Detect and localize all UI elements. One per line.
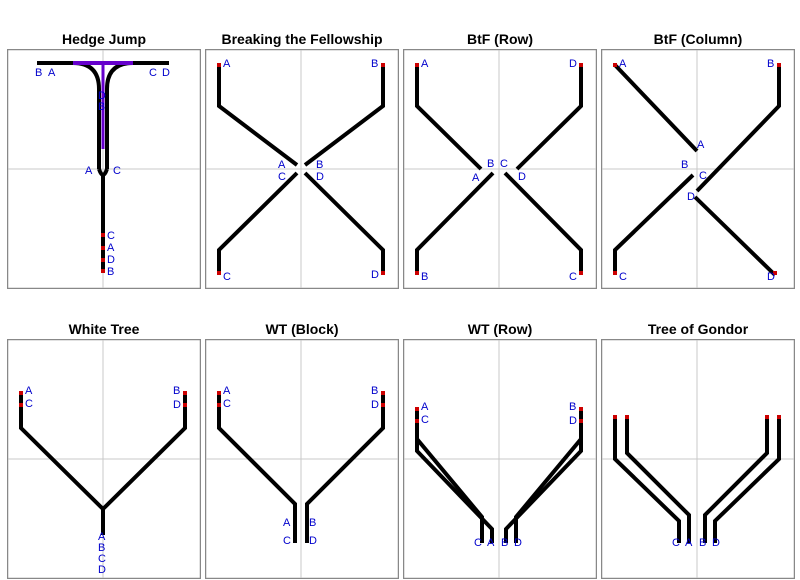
svg-text:A: A [85, 165, 93, 177]
diagram-box: A D B C B C A D [403, 49, 597, 289]
svg-text:D: D [309, 535, 317, 547]
svg-text:A: A [619, 58, 627, 70]
svg-text:C: C [223, 271, 231, 283]
panel-title: White Tree [68, 321, 140, 337]
svg-text:A: A [223, 58, 231, 70]
formation-diagram: A D B C B C A D [403, 49, 597, 289]
diagram-box: C A B D [601, 339, 795, 579]
svg-text:C: C [223, 398, 231, 410]
formation-diagram: A B C D A C B D [205, 49, 399, 289]
svg-text:B: B [35, 67, 42, 79]
svg-text:D: D [316, 171, 324, 183]
svg-text:C: C [699, 170, 707, 182]
svg-text:B: B [371, 385, 378, 397]
panel-title: Tree of Gondor [647, 321, 749, 337]
svg-text:C: C [672, 537, 680, 549]
svg-text:A: A [685, 537, 693, 549]
panel-title: WT (Row) [467, 321, 533, 337]
svg-text:C: C [421, 414, 429, 426]
svg-text:C: C [107, 230, 115, 242]
svg-text:B: B [98, 542, 105, 554]
panel-title: Hedge Jump [61, 31, 146, 47]
formation-diagram: C A B D [601, 339, 795, 579]
svg-text:A: A [25, 385, 33, 397]
svg-text:D: D [569, 58, 577, 70]
svg-text:D: D [712, 537, 720, 549]
svg-text:D: D [162, 67, 170, 79]
svg-text:C: C [278, 171, 286, 183]
svg-text:B: B [569, 401, 576, 413]
formation-diagram: A C B D A B C D [7, 339, 201, 579]
svg-text:B: B [501, 537, 508, 549]
svg-text:B: B [487, 158, 494, 170]
svg-text:A: A [223, 385, 231, 397]
svg-text:D: D [371, 399, 379, 411]
panel-title: BtF (Row) [466, 31, 534, 47]
diagram-box: A B C D A B C D [601, 49, 795, 289]
svg-text:C: C [25, 398, 33, 410]
svg-text:B: B [173, 385, 180, 397]
formation-diagram: A C B D C A B D [403, 339, 597, 579]
svg-text:B: B [681, 159, 688, 171]
svg-text:B: B [421, 271, 428, 283]
formation-diagram: B A C D D B A C C A D B [7, 49, 201, 289]
svg-text:A: A [107, 242, 115, 254]
svg-text:D: D [569, 415, 577, 427]
svg-text:A: A [278, 159, 286, 171]
svg-text:D: D [687, 191, 695, 203]
svg-text:A: A [697, 139, 705, 151]
svg-text:A: A [98, 531, 106, 543]
svg-text:C: C [149, 67, 157, 79]
svg-text:A: A [283, 517, 291, 529]
diagram-box: A C B D C A B D [403, 339, 597, 579]
svg-text:D: D [107, 254, 115, 266]
svg-text:C: C [569, 271, 577, 283]
diagram-box: A B C D A C B D [205, 49, 399, 289]
formation-diagram: A C B D A B C D [205, 339, 399, 579]
svg-text:C: C [500, 158, 508, 170]
svg-text:B: B [699, 537, 706, 549]
diagram-box: A C B D A B C D [7, 339, 201, 579]
svg-text:C: C [113, 165, 121, 177]
svg-text:A: A [472, 172, 480, 184]
svg-text:B: B [371, 58, 378, 70]
svg-text:A: A [421, 58, 429, 70]
svg-text:B: B [316, 159, 323, 171]
panel-title: WT (Block) [265, 321, 339, 337]
svg-text:C: C [283, 535, 291, 547]
svg-text:D: D [518, 171, 526, 183]
svg-text:D: D [371, 269, 379, 281]
svg-text:C: C [474, 537, 482, 549]
svg-text:A: A [48, 67, 56, 79]
svg-text:B: B [107, 266, 114, 278]
diagram-box: A C B D A B C D [205, 339, 399, 579]
svg-text:B: B [309, 517, 316, 529]
svg-text:C: C [619, 271, 627, 283]
svg-text:D: D [98, 90, 106, 102]
svg-text:D: D [173, 399, 181, 411]
svg-text:D: D [98, 564, 106, 576]
panel-title: BtF (Column) [653, 31, 743, 47]
svg-text:D: D [514, 537, 522, 549]
svg-text:C: C [98, 553, 106, 565]
svg-text:A: A [421, 401, 429, 413]
svg-text:B: B [98, 101, 105, 113]
panel-title: Breaking the Fellowship [221, 31, 383, 47]
svg-text:D: D [767, 271, 775, 283]
svg-text:A: A [487, 537, 495, 549]
svg-text:B: B [767, 58, 774, 70]
formation-diagram: A B C D A B C D [601, 49, 795, 289]
diagram-box: B A C D D B A C C A D B [7, 49, 201, 289]
